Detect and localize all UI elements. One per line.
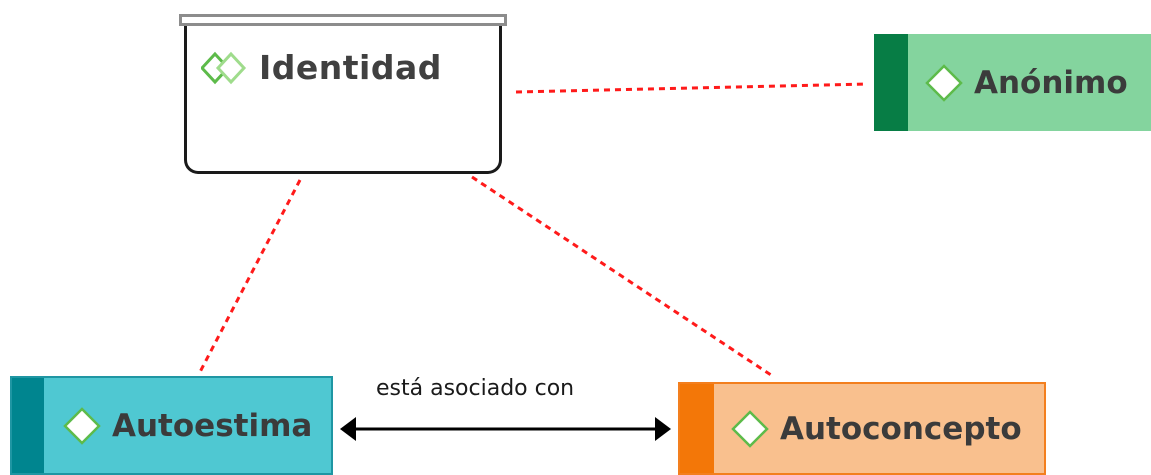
node-stripe	[680, 384, 714, 473]
node-autoconcepto[interactable]: Autoconcepto	[678, 382, 1046, 475]
concept-title: Identidad	[259, 48, 442, 87]
diamond-icon	[925, 63, 963, 102]
relation-label: está asociado con	[376, 376, 575, 401]
bidirectional-arrow	[340, 417, 671, 441]
node-stripe	[12, 378, 44, 473]
connector-identidad-autoconcepto	[471, 175, 775, 379]
node-label: Autoconcepto	[780, 410, 1022, 447]
diamond-icon	[63, 406, 101, 445]
concept-tab	[179, 14, 507, 26]
node-anonimo[interactable]: Anónimo	[874, 34, 1151, 131]
connector-identidad-autoestima	[198, 179, 302, 373]
node-label: Anónimo	[974, 64, 1128, 101]
node-stripe	[874, 34, 908, 131]
diamond-icon	[731, 409, 769, 448]
connector-identidad-anonimo	[515, 82, 867, 94]
double-diamond-icon	[201, 51, 247, 84]
concept-identidad[interactable]: Identidad	[184, 26, 502, 174]
node-autoestima[interactable]: Autoestima	[10, 376, 333, 475]
node-label: Autoestima	[112, 407, 313, 444]
